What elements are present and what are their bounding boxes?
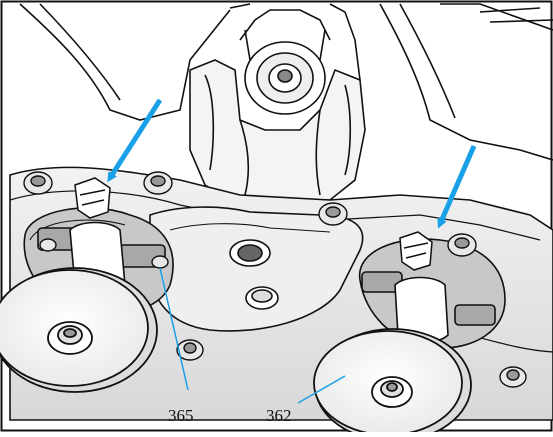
- bolt-6: [499, 366, 527, 388]
- bolt-8: [151, 255, 169, 269]
- right-retaining-clip: [399, 231, 433, 271]
- leader-365: [159, 267, 189, 391]
- bolt-3: [318, 202, 348, 226]
- bolt-1: [23, 171, 53, 195]
- bolt-5: [176, 339, 204, 361]
- bolts: [23, 171, 527, 388]
- bolt-2: [143, 171, 173, 195]
- bolt-4: [447, 233, 477, 257]
- left-wheel: [0, 267, 158, 393]
- left-blue-arrow: [107, 98, 163, 183]
- leader-362: [297, 375, 346, 404]
- label-362: 362: [266, 406, 292, 425]
- center-plate: [149, 206, 364, 332]
- right-roller-pocket: [359, 238, 506, 349]
- central-hinge-mount: [189, 9, 366, 201]
- label-365: 365: [168, 406, 194, 425]
- left-retaining-clip: [74, 177, 111, 219]
- bolt-7: [39, 238, 57, 252]
- upper-housing: [19, 3, 553, 161]
- right-blue-arrow: [437, 145, 477, 229]
